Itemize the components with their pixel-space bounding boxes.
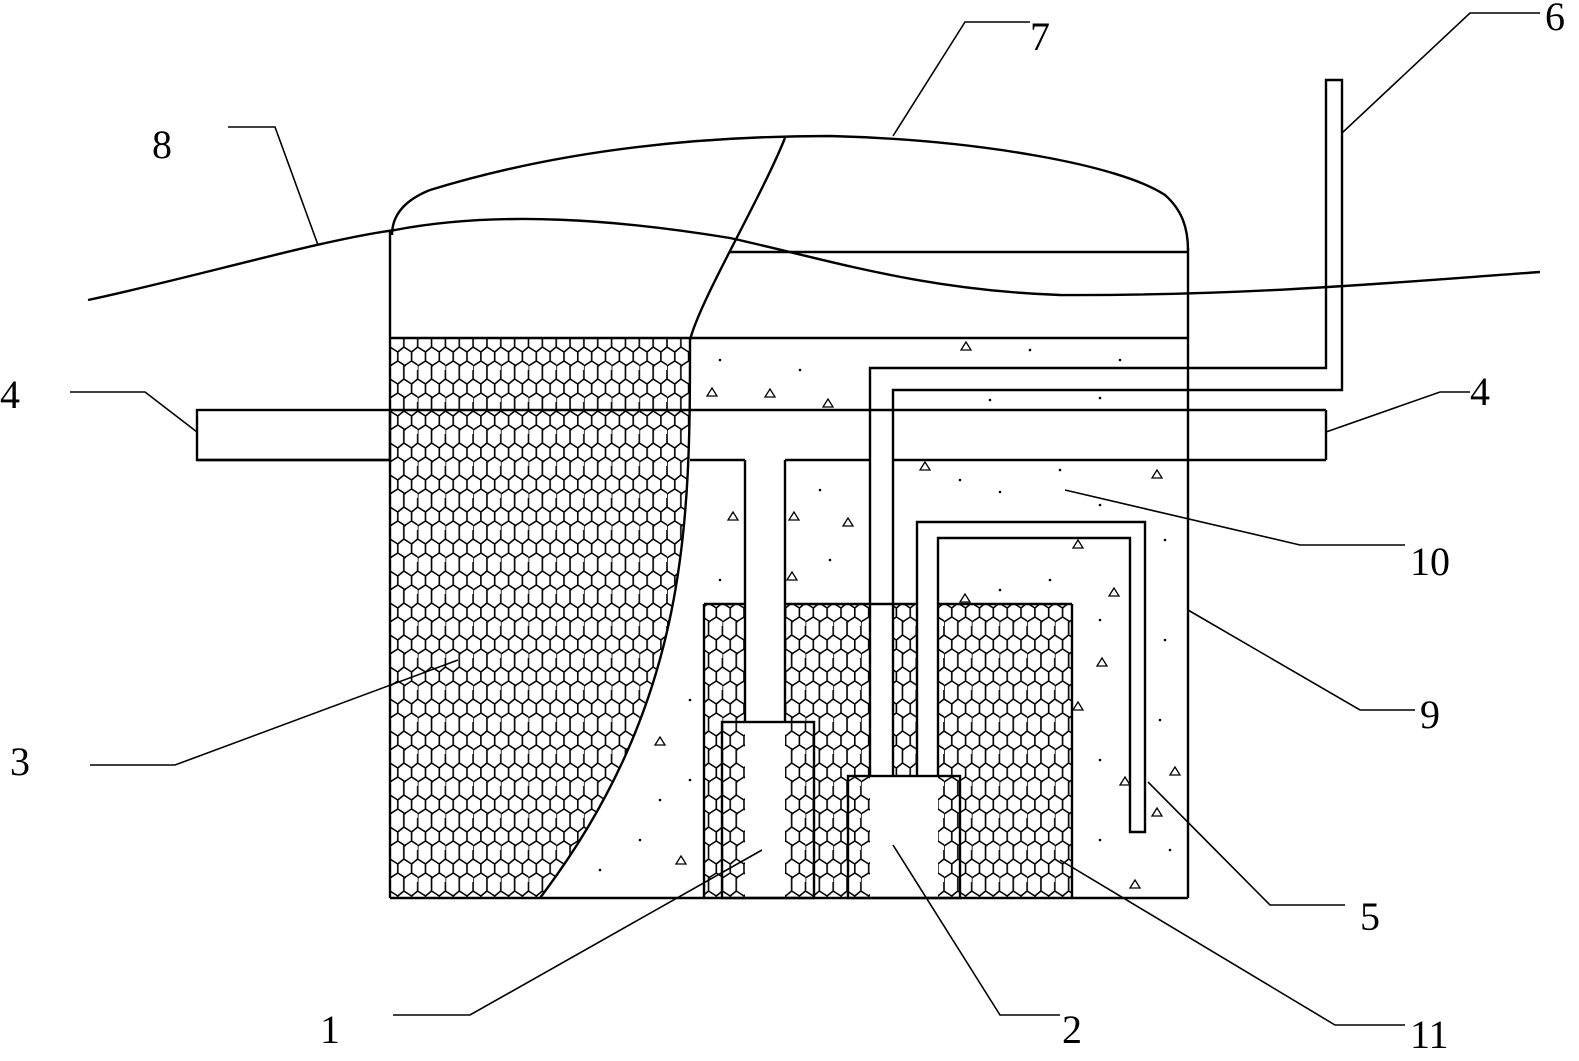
leader-7 [892, 21, 1030, 137]
block-1 [720, 720, 816, 900]
inner-honeycomb-fill-d [938, 604, 1072, 898]
pipe-5 [915, 520, 1147, 834]
leader-4-left [70, 391, 198, 433]
leader-4-right [1325, 391, 1470, 433]
label-4-left: 4 [0, 372, 20, 417]
label-11: 11 [1410, 1012, 1449, 1057]
block-2 [846, 774, 962, 900]
surface-curve-8 [87, 217, 1541, 302]
leader-1 [393, 849, 763, 1016]
label-6: 6 [1545, 0, 1565, 39]
left-honeycomb-boundary [539, 337, 692, 899]
leader-6 [1341, 12, 1540, 134]
label-9: 9 [1420, 692, 1440, 737]
label-1: 1 [320, 1007, 340, 1052]
label-2: 2 [1062, 1007, 1082, 1052]
leader-9 [1187, 609, 1415, 711]
top-dome-shell [390, 134, 1190, 251]
horizontal-pipe-left [195, 408, 392, 462]
label-8: 8 [152, 122, 172, 167]
leader-5 [1147, 781, 1345, 906]
label-5: 5 [1360, 894, 1380, 939]
label-7: 7 [1030, 14, 1050, 59]
label-4-right: 4 [1470, 369, 1490, 414]
left-honeycomb-fill [390, 338, 690, 898]
inner-honeycomb-fill-b [785, 604, 870, 898]
pipe-6 [868, 78, 1344, 776]
leader-11 [1059, 859, 1405, 1026]
leader-2 [892, 844, 1060, 1016]
leader-10 [1064, 489, 1405, 546]
label-3: 3 [10, 739, 30, 784]
line-7-curve [688, 137, 787, 341]
label-10: 10 [1410, 539, 1450, 584]
leader-3 [90, 659, 459, 766]
aggregate-marks [598, 340, 1182, 889]
leader-8 [228, 126, 319, 246]
inner-honeycomb-fill-c [893, 604, 917, 776]
inner-honeycomb-fill-a [704, 604, 745, 898]
